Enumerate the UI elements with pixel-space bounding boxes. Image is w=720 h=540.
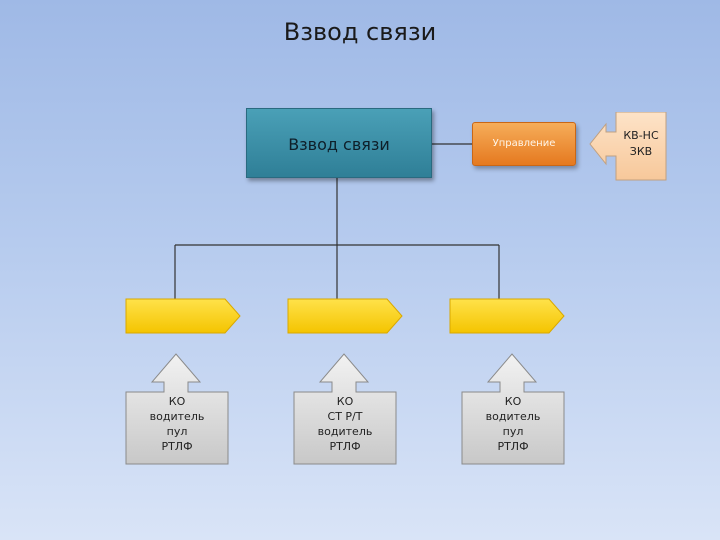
- callout-1-line-4: РТЛФ: [161, 440, 193, 453]
- callout-2-line-2: СТ Р/Т: [327, 410, 363, 423]
- branch-callout-text-1: КО водитель пул РТЛФ: [127, 394, 227, 454]
- callout-1-line-3: пул: [166, 425, 188, 438]
- callout-2-line-1: КО: [336, 395, 354, 408]
- branch-block-1: [125, 298, 241, 334]
- branch-callout-3: [461, 353, 565, 465]
- branch-callout-1: [125, 353, 229, 465]
- slide-title: Взвод связи: [283, 18, 437, 46]
- callout-3-line-3: пул: [502, 425, 524, 438]
- branch-block-3: [449, 298, 565, 334]
- callout-1-line-2: водитель: [149, 410, 205, 423]
- kv-callout-shape: [589, 112, 667, 181]
- branch-callout-text-2: КО СТ Р/Т водитель РТЛФ: [295, 394, 395, 454]
- callout-3-line-4: РТЛФ: [497, 440, 529, 453]
- callout-3-line-2: водитель: [485, 410, 541, 423]
- branch-callout-2: [293, 353, 397, 465]
- callout-2-line-4: РТЛФ: [329, 440, 361, 453]
- kv-line-2: ЗКВ: [629, 145, 653, 158]
- management-box: Управление: [472, 122, 576, 166]
- callout-1-line-1: КО: [168, 395, 186, 408]
- branch-block-2: [287, 298, 403, 334]
- callout-2-line-3: водитель: [317, 425, 373, 438]
- branch-callout-text-3: КО водитель пул РТЛФ: [463, 394, 563, 454]
- callout-3-line-1: КО: [504, 395, 522, 408]
- kv-line-1: КВ-НС: [623, 129, 659, 142]
- kv-callout-text: КВ-НС ЗКВ: [616, 128, 666, 160]
- main-box-platoon: Взвод связи: [246, 108, 432, 178]
